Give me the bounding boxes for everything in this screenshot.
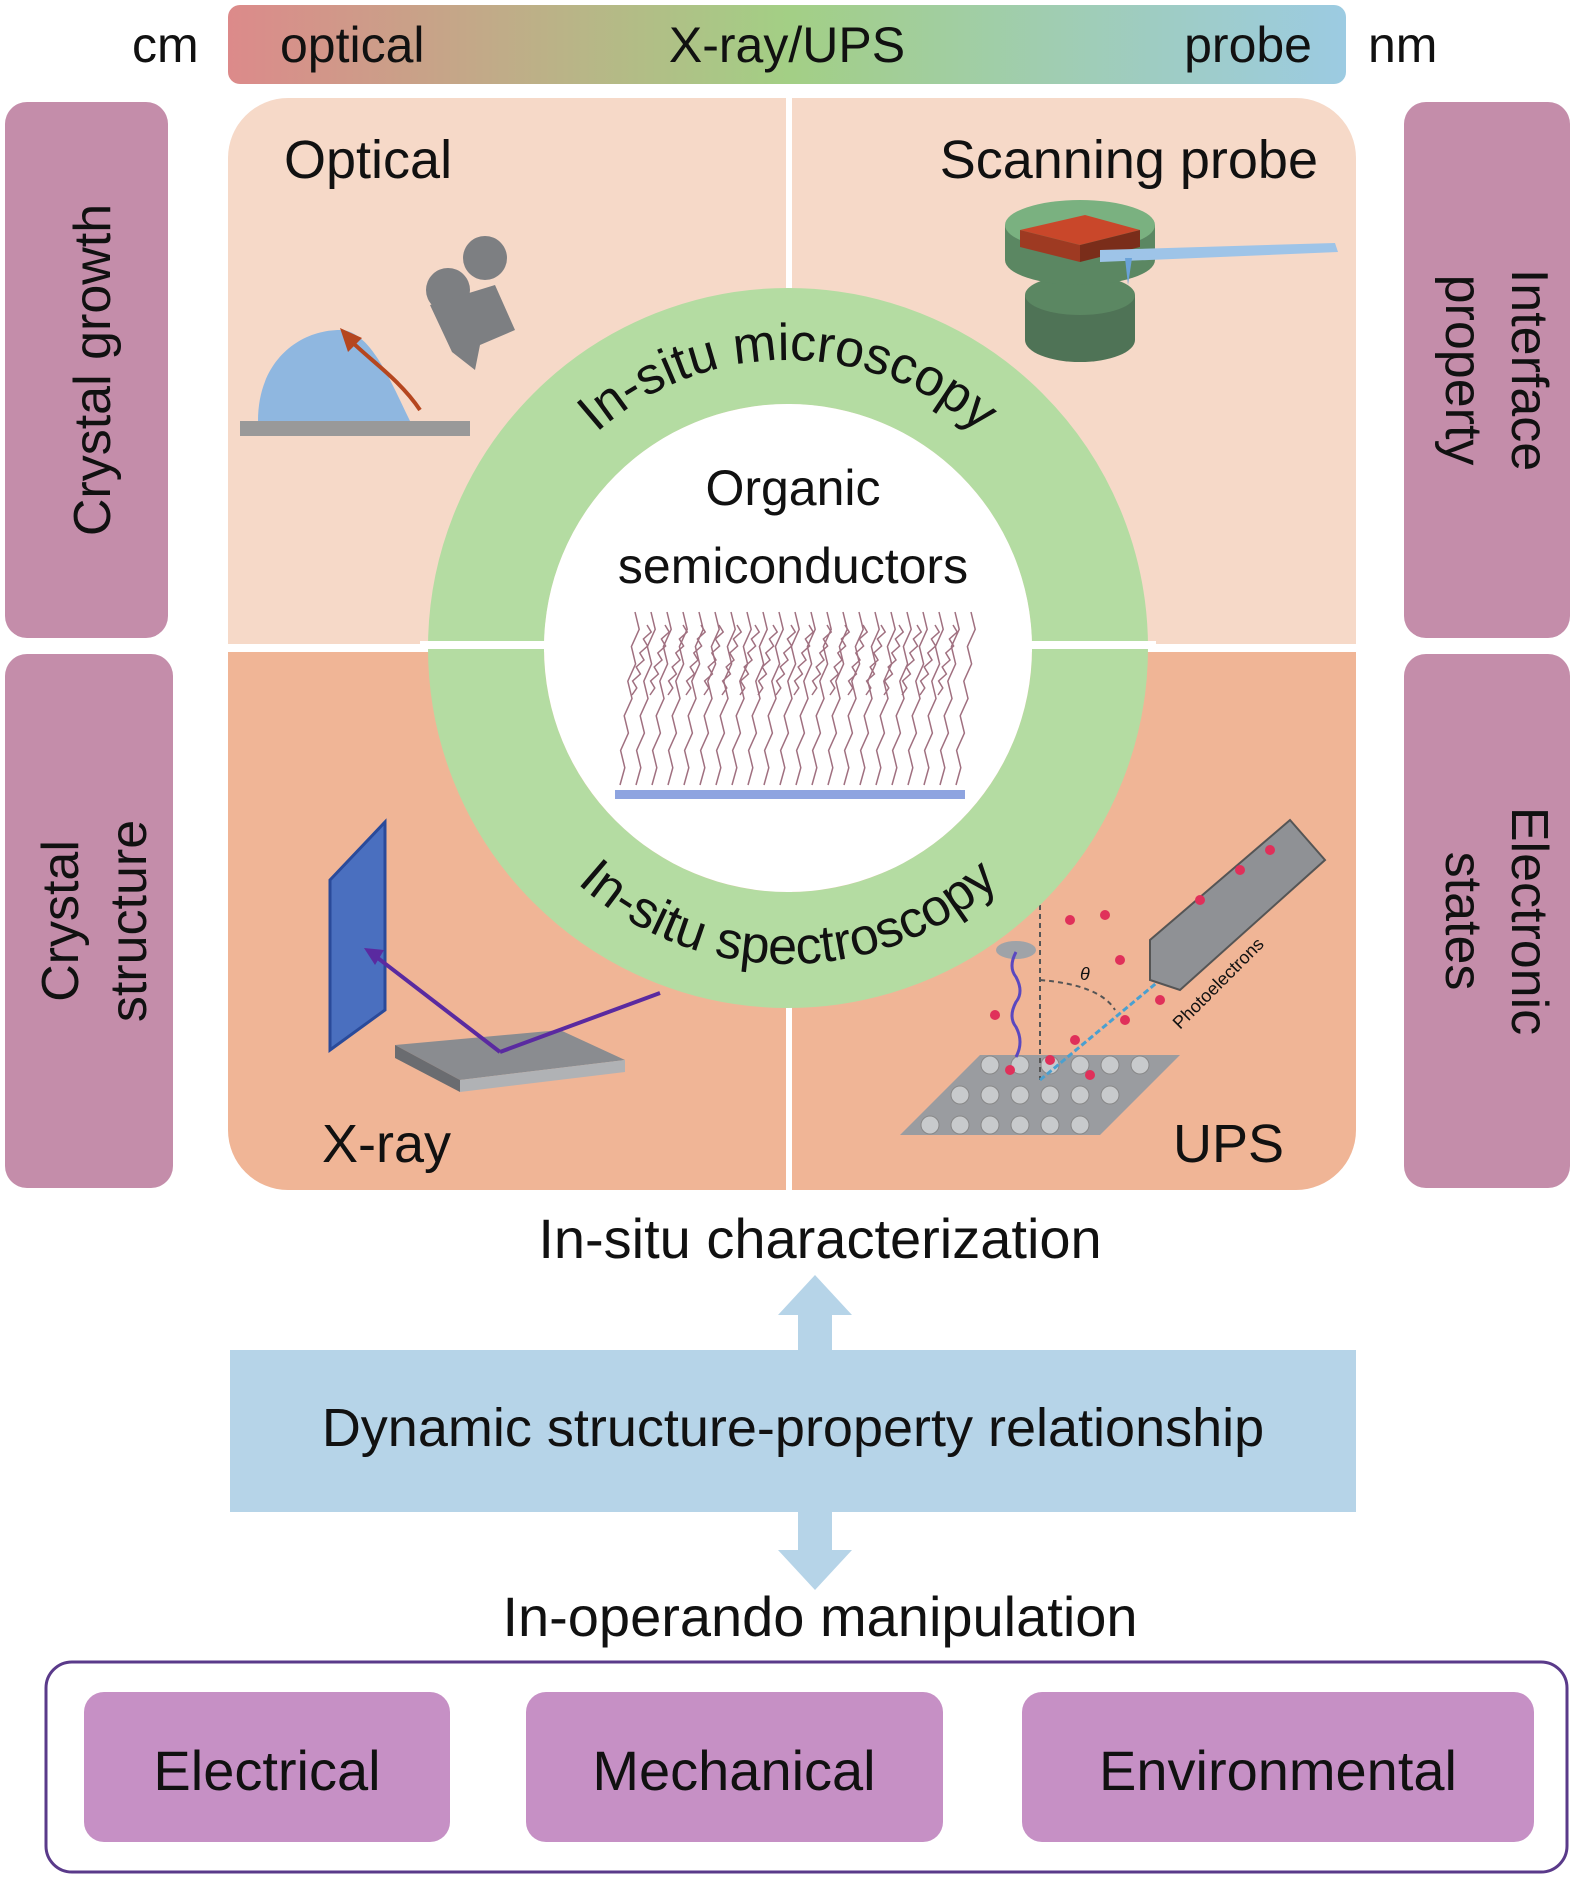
length-scale-bar: cm nm optical X-ray/UPS probe xyxy=(132,5,1437,84)
molecule-chain xyxy=(901,624,923,696)
molecule-chain xyxy=(757,624,779,696)
molecule-chain xyxy=(891,611,912,786)
scale-label-probe: probe xyxy=(1184,17,1312,73)
video-camera-icon xyxy=(426,236,515,370)
central-ring: In-situ microscopy In-situ spectroscopy … xyxy=(420,288,1156,1008)
molecule-chain xyxy=(907,611,928,786)
molecule-chain xyxy=(811,611,832,786)
molecule-chain xyxy=(811,624,833,696)
molecule-chain xyxy=(747,611,768,786)
side-label-electronic-states: Electronic states xyxy=(1404,654,1570,1188)
quadrant-title-optical: Optical xyxy=(284,130,452,190)
scanning-probe-illustration xyxy=(1005,200,1338,362)
molecule-chain xyxy=(847,624,869,696)
center-label-line1: Organic xyxy=(705,460,880,516)
svg-text:Environmental: Environmental xyxy=(1099,1739,1457,1802)
svg-text:Dynamic structure-property rel: Dynamic structure-property relationship xyxy=(322,1398,1264,1458)
quadrant-title-ups: UPS xyxy=(1173,1114,1284,1174)
scale-gradient-bar xyxy=(228,5,1346,84)
svg-text:Mechanical: Mechanical xyxy=(592,1739,875,1802)
scale-label-optical: optical xyxy=(280,17,425,73)
molecule-chain xyxy=(619,611,640,786)
molecule-chain xyxy=(703,624,725,696)
quadrant-title-xray: X-ray xyxy=(322,1114,451,1174)
dynamic-relationship-box: Dynamic structure-property relationship xyxy=(230,1350,1356,1512)
molecule-chain xyxy=(875,611,896,786)
molecule-chain xyxy=(649,624,671,696)
svg-text:Crystal: Crystal xyxy=(32,840,90,1002)
molecule-chain xyxy=(843,611,864,786)
molecule-chain xyxy=(715,611,736,786)
svg-text:states: states xyxy=(1434,852,1492,991)
theta-label: θ xyxy=(1080,964,1090,984)
scale-unit-right: nm xyxy=(1368,17,1437,73)
manipulation-mechanical: Mechanical xyxy=(526,1692,943,1842)
scale-unit-left: cm xyxy=(132,17,199,73)
molecule-chain xyxy=(667,624,689,696)
svg-text:Electronic: Electronic xyxy=(1500,807,1558,1035)
molecule-chain xyxy=(859,611,880,786)
molecule-chain xyxy=(667,611,688,786)
molecule-chain xyxy=(631,624,653,696)
manipulation-electrical: Electrical xyxy=(84,1692,450,1842)
molecule-chain xyxy=(683,611,704,786)
molecule-chain xyxy=(955,611,976,786)
molecule-chain xyxy=(775,624,797,696)
molecule-chain xyxy=(919,624,941,696)
flow-label-characterization: In-situ characterization xyxy=(538,1207,1101,1270)
molecule-chain xyxy=(779,611,800,786)
double-arrow xyxy=(778,1275,852,1590)
side-label-crystal-growth: Crystal growth xyxy=(5,102,168,638)
xray-diffraction-illustration xyxy=(328,818,661,1092)
svg-text:Crystal growth: Crystal growth xyxy=(64,204,122,536)
svg-text:Interface: Interface xyxy=(1500,269,1558,471)
molecule-chain xyxy=(731,611,752,786)
molecular-layers-illustration xyxy=(619,611,976,786)
molecule-chain xyxy=(937,624,959,696)
molecule-chain xyxy=(699,611,720,786)
molecule-chain xyxy=(923,611,944,786)
molecule-chain xyxy=(939,611,960,786)
center-label-line2: semiconductors xyxy=(618,538,968,594)
svg-text:property: property xyxy=(1434,275,1492,466)
molecule-chain xyxy=(827,611,848,786)
optical-growth-illustration xyxy=(240,328,470,436)
scale-label-xray-ups: X-ray/UPS xyxy=(669,17,905,73)
svg-text:Electrical: Electrical xyxy=(153,1739,380,1802)
substrate xyxy=(615,790,965,799)
side-label-crystal-structure: Crystal structure xyxy=(5,654,173,1188)
molecule-chain xyxy=(883,624,905,696)
molecule-chain xyxy=(795,611,816,786)
molecule-chain xyxy=(739,624,761,696)
svg-text:structure: structure xyxy=(100,820,158,1022)
flow-label-manipulation: In-operando manipulation xyxy=(502,1585,1137,1648)
side-label-interface-property: Interface property xyxy=(1404,102,1570,638)
molecule-chain xyxy=(793,624,815,696)
manipulation-group xyxy=(44,1660,1569,1874)
molecule-chain xyxy=(763,611,784,786)
quadrant-title-scanning-probe: Scanning probe xyxy=(940,130,1318,190)
molecule-chain xyxy=(635,611,656,786)
manipulation-environmental: Environmental xyxy=(1022,1692,1534,1842)
molecule-chain xyxy=(651,611,672,786)
